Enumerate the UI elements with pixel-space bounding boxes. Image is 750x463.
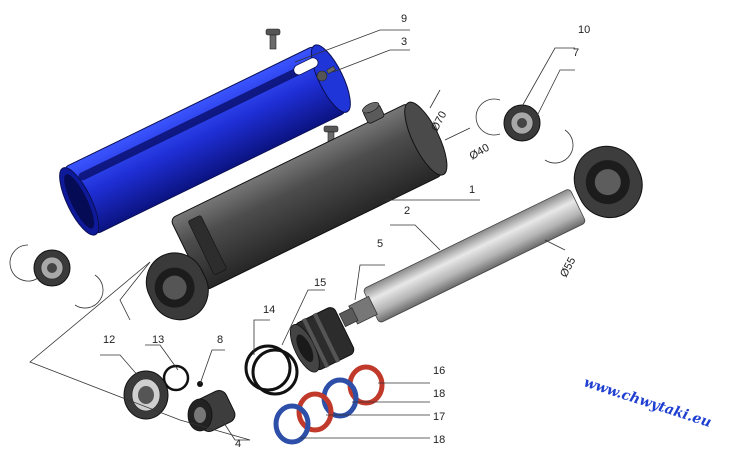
seal-rings bbox=[162, 344, 385, 445]
gland-part bbox=[123, 370, 169, 420]
part-label: 12 bbox=[103, 334, 115, 346]
part-label: 5 bbox=[377, 238, 383, 250]
cover-tube-part bbox=[59, 44, 351, 236]
part-label: 1 bbox=[469, 184, 475, 196]
part-label: 10 bbox=[578, 24, 590, 36]
part-label: 8 bbox=[217, 334, 223, 346]
dimension-bore: Ø70 bbox=[429, 109, 449, 133]
piston-head-part bbox=[289, 307, 355, 373]
leader-lines bbox=[29, 29, 575, 441]
small-screw-part bbox=[316, 65, 336, 82]
watermark-text: www.chwytaki.eu bbox=[582, 375, 713, 431]
guide-bushing-part bbox=[187, 381, 236, 432]
part-label: 3 bbox=[401, 36, 407, 48]
part-label: 14 bbox=[263, 304, 275, 316]
dimension-rod: Ø55 bbox=[558, 255, 578, 279]
part-label: 13 bbox=[152, 334, 164, 346]
part-labels: 9 3 10 7 1 2 5 15 14 13 12 8 4 16 18 17 … bbox=[103, 13, 590, 450]
part-label: 17 bbox=[433, 411, 445, 423]
piston-rod-part bbox=[338, 145, 643, 328]
part-label: 18 bbox=[433, 434, 445, 446]
dimension-rod-bushing: Ø40 bbox=[468, 142, 492, 163]
part-label: 18 bbox=[433, 388, 445, 400]
part-label: 7 bbox=[573, 47, 579, 59]
part-label: 15 bbox=[314, 277, 326, 289]
screw-bottom-part bbox=[323, 125, 339, 147]
cylinder-barrel-part bbox=[145, 101, 448, 321]
screw-top-part bbox=[265, 28, 281, 50]
part-label: 16 bbox=[433, 365, 445, 377]
part-label: 4 bbox=[235, 438, 241, 450]
part-label: 9 bbox=[401, 13, 407, 25]
left-bushing-set bbox=[9, 244, 104, 309]
right-bushing-set bbox=[475, 98, 574, 164]
part-label: 2 bbox=[404, 205, 410, 217]
